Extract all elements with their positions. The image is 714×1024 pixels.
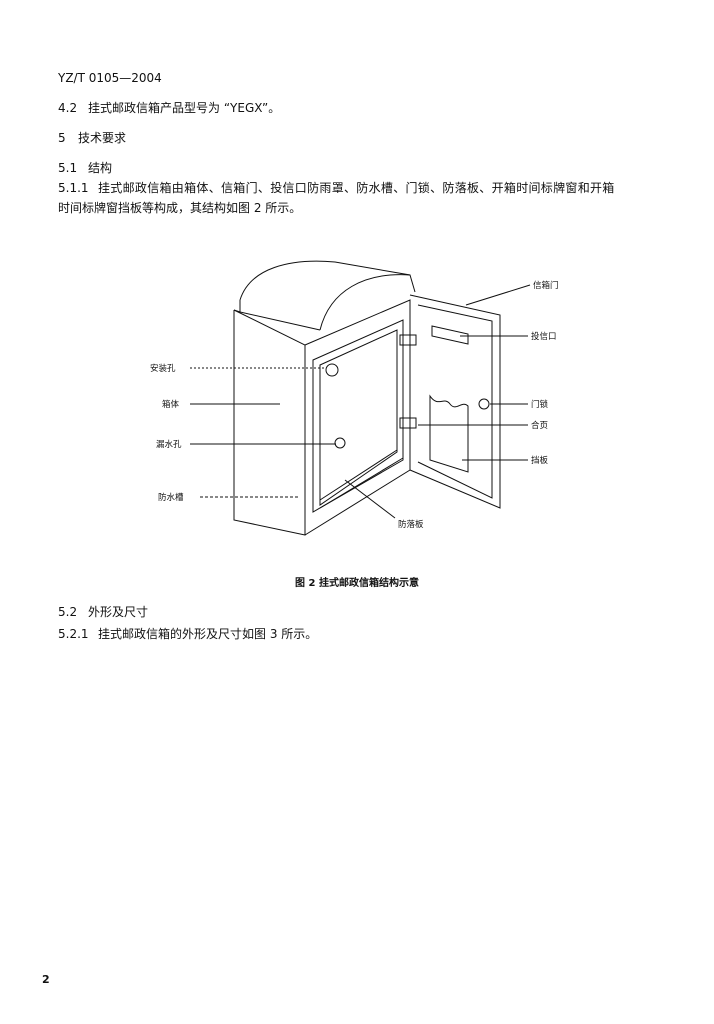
paragraph-5-1-1-cont: 时间标牌窗挡板等构成，其结构如图 2 所示。 [58,201,302,215]
label-mail-slot: 投信口 [531,331,557,342]
section-number: 5.2 [58,605,78,619]
paragraph-text: 挂式邮政信箱的外形及尺寸如图 3 所示。 [98,627,318,641]
page-number: 2 [42,973,50,986]
rain-hood-bottom-edge [239,300,321,331]
door-inner-panel [417,304,493,499]
heading-5-2: 5.2 外形及尺寸 [58,604,148,620]
paragraph-text: 挂式邮政信箱产品型号为 “YEGX”。 [88,101,281,115]
section-number: 5 [58,131,66,145]
label-fall-guard: 防落板 [398,519,424,530]
paragraph-5-1-1: 5.1.1 挂式邮政信箱由箱体、信箱门、投信口防雨罩、防水槽、门锁、防落板、开箱时… [58,180,615,196]
label-baffle: 挡板 [531,455,549,466]
door-lock-mark [478,398,490,410]
label-hinge: 合页 [531,420,548,431]
paragraph-5-2-1: 5.2.1 挂式邮政信箱的外形及尺寸如图 3 所示。 [58,626,317,642]
heading-5: 5 技术要求 [58,130,126,146]
label-door-lock: 门锁 [531,399,549,410]
heading-text: 结构 [88,161,113,175]
mounting-hole-mark [325,363,339,377]
door-outline [409,294,501,509]
document-code: YZ/T 0105—2004 [58,71,162,85]
section-number: 4.2 [58,101,78,115]
box-front-frame [304,299,411,536]
rain-hood-front-curve [319,274,411,331]
box-inner-frame [319,329,398,506]
box-opening [312,319,404,513]
rain-hood-outline [239,260,416,301]
label-mounting-hole: 安装孔 [150,363,176,374]
figure-caption: 图 2 挂式邮政信箱结构示意 [295,578,419,589]
label-mailbox-door: 信箱门 [533,280,559,291]
leader-mailbox-door [465,284,531,306]
heading-text: 外形及尺寸 [88,605,149,619]
hinge-upper [399,334,417,346]
baffle-mark [429,394,469,473]
section-number: 5.1.1 [58,181,89,195]
drain-hole-mark [334,437,346,449]
section-number: 5.1 [58,161,78,175]
heading-5-1: 5.1 结构 [58,160,112,176]
paragraph-4-2: 4.2 挂式邮政信箱产品型号为 “YEGX”。 [58,100,280,116]
label-box-body: 箱体 [162,399,180,410]
box-side-panel [233,309,306,536]
label-water-channel: 防水槽 [158,492,184,503]
label-drain-hole: 漏水孔 [156,439,182,450]
heading-text: 技术要求 [78,131,127,145]
hinge-lower [399,417,417,429]
section-number: 5.2.1 [58,627,89,641]
mail-slot-mark [431,325,469,345]
leader-fall-guard [344,479,396,519]
paragraph-text: 挂式邮政信箱由箱体、信箱门、投信口防雨罩、防水槽、门锁、防落板、开箱时间标牌窗和… [98,181,615,195]
